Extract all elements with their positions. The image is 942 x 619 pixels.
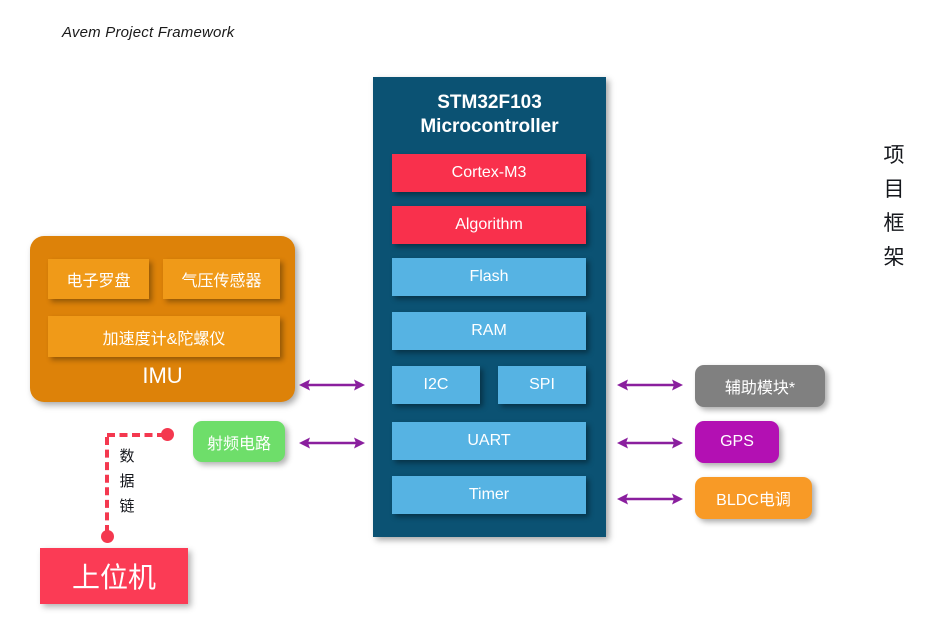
peripheral-aux-module[interactable]: 辅助模块* — [695, 365, 825, 407]
side-label-char-4: 架 — [883, 246, 905, 269]
imu-sensor-barometer[interactable]: 气压传感器 — [163, 259, 280, 299]
mcu-block-i2c[interactable]: I2C — [392, 366, 480, 404]
mcu-title-line1: STM32F103 — [437, 92, 542, 113]
rf-circuit-box[interactable]: 射频电路 — [193, 421, 285, 462]
mcu-title: STM32F103 Microcontroller — [373, 91, 606, 139]
data-link-label-char-2: 据 — [119, 473, 135, 490]
peripheral-bldc-esc[interactable]: BLDC电调 — [695, 477, 812, 519]
side-label-char-1: 项 — [883, 144, 905, 167]
mcu-block-timer[interactable]: Timer — [392, 476, 586, 514]
side-label-char-2: 目 — [883, 178, 905, 201]
mcu-block-algorithm[interactable]: Algorithm — [392, 206, 586, 244]
side-label: 项 目 框 架 — [879, 139, 909, 275]
mcu-title-line2: Microcontroller — [420, 116, 559, 137]
data-link-label-char-3: 链 — [119, 498, 135, 515]
side-label-char-3: 框 — [883, 212, 905, 235]
mcu-block-spi[interactable]: SPI — [498, 366, 586, 404]
data-link-vertical-segment — [105, 437, 109, 533]
arrow-rf-to-mcu — [299, 437, 365, 449]
imu-sensor-compass[interactable]: 电子罗盘 — [48, 259, 149, 299]
mcu-block-uart[interactable]: UART — [392, 422, 586, 460]
arrow-mcu-to-aux-module — [617, 379, 683, 391]
data-link-endpoint-dot-top — [161, 428, 174, 441]
mcu-block-ram[interactable]: RAM — [392, 312, 586, 350]
mcu-block-flash[interactable]: Flash — [392, 258, 586, 296]
peripheral-gps[interactable]: GPS — [695, 421, 779, 463]
arrow-imu-to-mcu — [299, 379, 365, 391]
imu-sensor-accel-gyro[interactable]: 加速度计&陀螺仪 — [48, 316, 280, 357]
page-title: Avem Project Framework — [62, 24, 235, 41]
imu-panel: 电子罗盘 气压传感器 加速度计&陀螺仪 IMU — [30, 236, 295, 402]
data-link-endpoint-dot-bottom — [101, 530, 114, 543]
host-computer-box[interactable]: 上位机 — [40, 548, 188, 604]
arrow-mcu-to-gps — [617, 437, 683, 449]
data-link-label-char-1: 数 — [119, 448, 135, 465]
imu-label: IMU — [142, 363, 183, 388]
data-link-horizontal-segment — [107, 433, 165, 437]
arrow-mcu-to-bldc-esc — [617, 493, 683, 505]
data-link-label: 数 据 链 — [116, 444, 138, 519]
mcu-panel: STM32F103 Microcontroller Cortex-M3 Algo… — [373, 77, 606, 537]
mcu-block-cortex-m3[interactable]: Cortex-M3 — [392, 154, 586, 192]
